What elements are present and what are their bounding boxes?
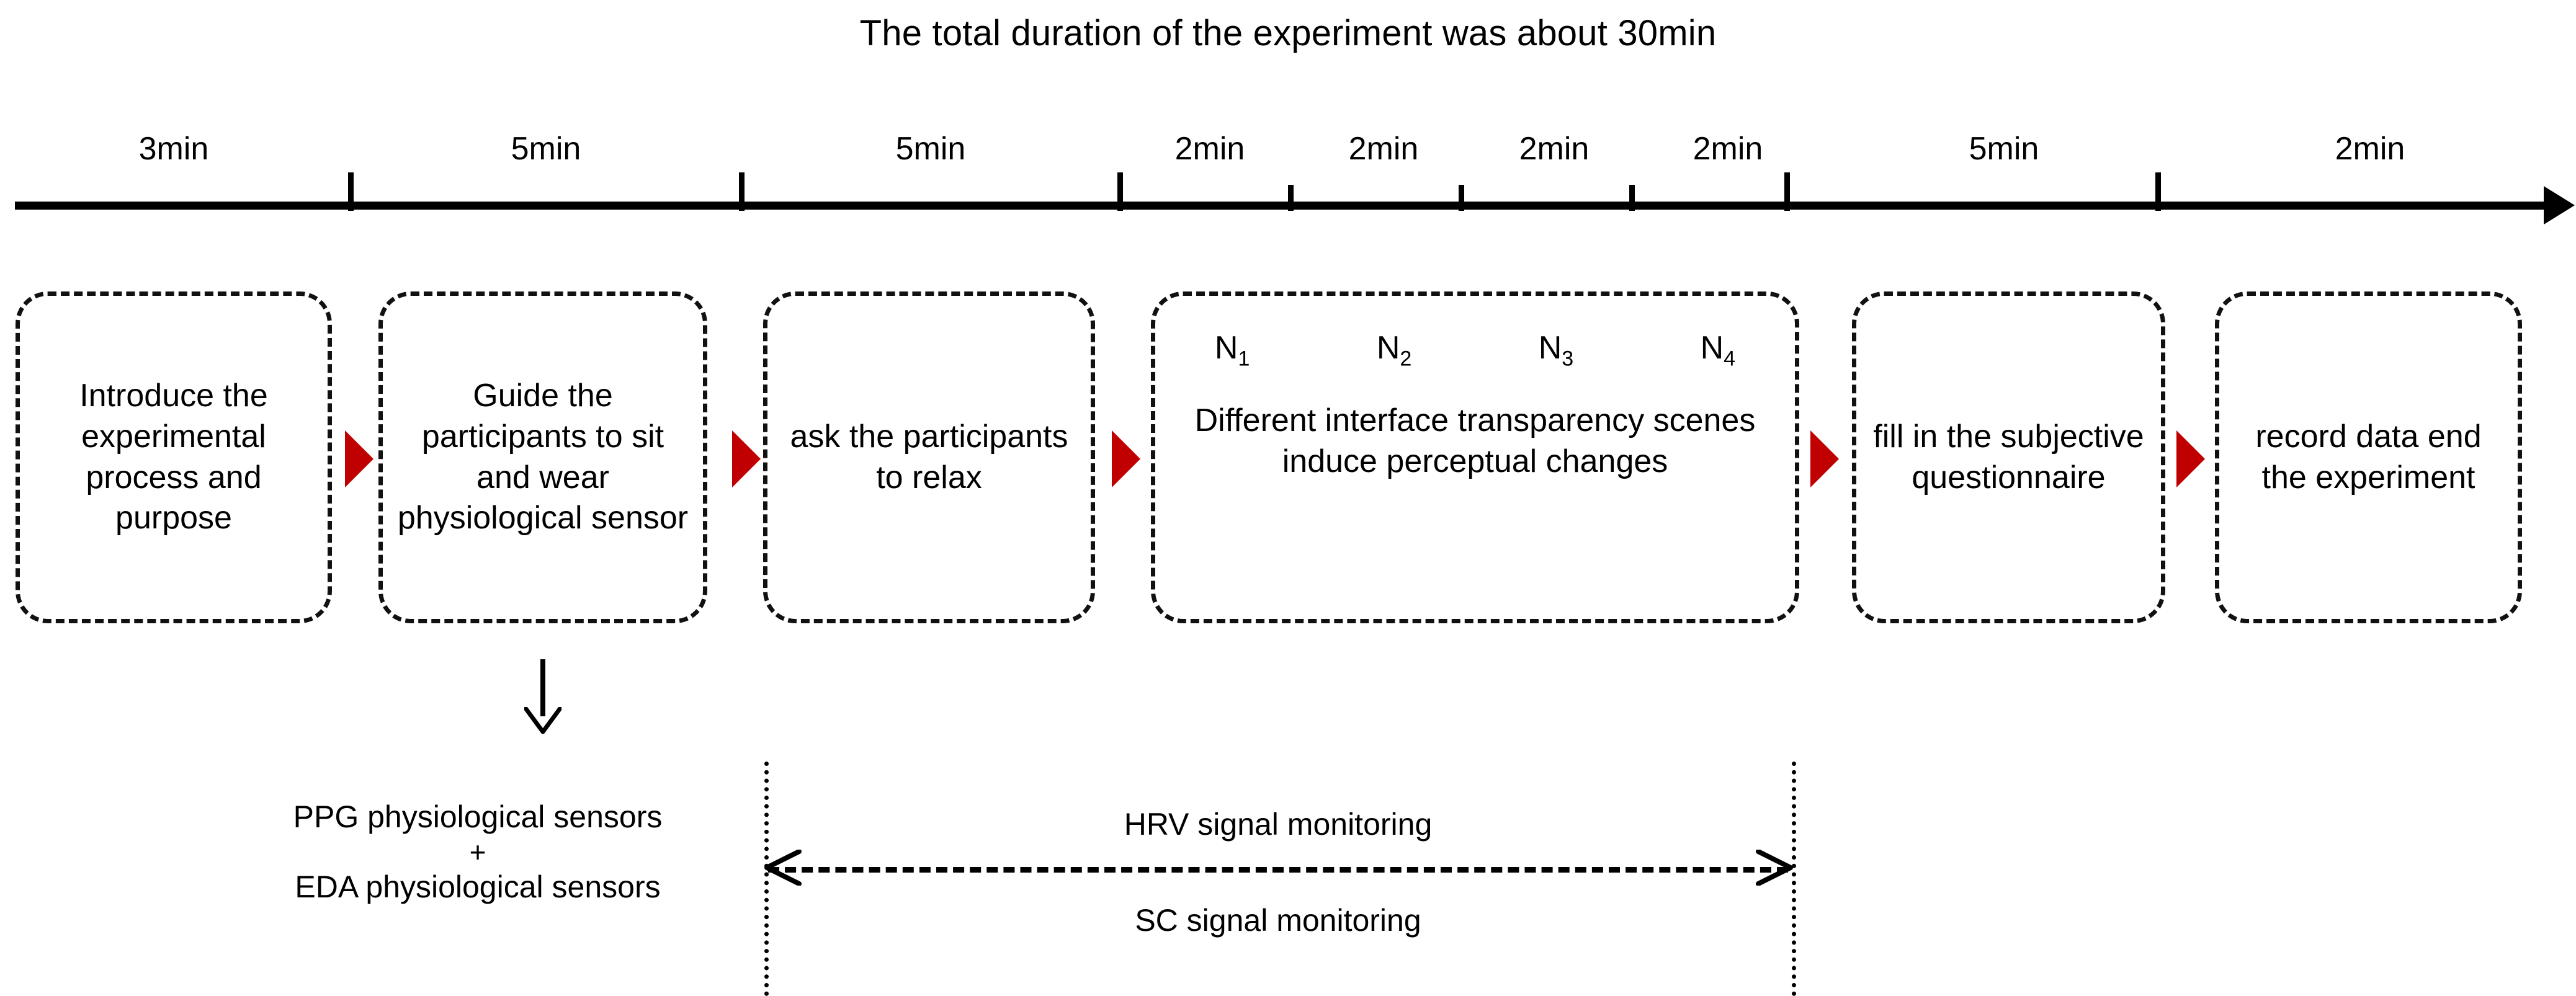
process-arrow-icon-1	[345, 430, 373, 487]
down-arrow-stem	[540, 659, 545, 716]
timeline-tick-label-2: 5min	[895, 131, 966, 167]
scenes-description: Different interface transparency scenes …	[1194, 402, 1756, 479]
timeline-tick-6	[1784, 172, 1790, 211]
sc-monitoring-label: SC signal monitoring	[1135, 903, 1421, 938]
monitoring-boundary-left	[764, 762, 769, 996]
hrv-monitoring-label: HRV signal monitoring	[1124, 807, 1433, 842]
scene-tag-2: N2	[1376, 330, 1412, 371]
page-title: The total duration of the experiment was…	[859, 13, 1717, 53]
monitoring-span-line	[768, 867, 1788, 873]
process-box-2[interactable]: Guide the participants to sit and wear p…	[378, 291, 707, 623]
timeline-tick-label-3: 2min	[1174, 131, 1245, 167]
sensor-line-ppg: PPG physiological sensors	[293, 799, 663, 834]
process-arrow-icon-3	[1112, 430, 1140, 487]
timeline-tick-label-7: 5min	[1969, 131, 2039, 167]
timeline-tick-label-5: 2min	[1519, 131, 1590, 167]
scene-tag-1: N1	[1214, 330, 1250, 371]
sensor-block: PPG physiological sensors + EDA physiolo…	[236, 797, 720, 907]
scene-tag-4: N4	[1700, 330, 1736, 371]
timeline-tick-label-1: 5min	[511, 131, 581, 167]
timeline-tick-4	[1459, 185, 1464, 211]
sensor-plus-symbol: +	[469, 836, 486, 868]
timeline-arrow-icon	[2544, 186, 2575, 225]
process-box-1[interactable]: Introduce the experimental process and p…	[16, 291, 332, 623]
scene-tag-3: N3	[1538, 330, 1574, 371]
span-arrow-right-icon	[1756, 850, 1793, 886]
timeline-tick-label-8: 2min	[2335, 131, 2405, 167]
process-box-3[interactable]: ask the participants to relax	[763, 291, 1095, 623]
process-arrow-icon-2	[732, 430, 761, 487]
timeline-tick-0	[348, 172, 354, 211]
process-box-5[interactable]: fill in the subjective questionnaire	[1852, 291, 2165, 623]
timeline-tick-label-0: 3min	[138, 131, 209, 167]
timeline-axis	[15, 202, 2549, 210]
down-arrow-icon	[524, 707, 561, 734]
process-box-label-2: Guide the participants to sit and wear p…	[397, 378, 689, 536]
timeline-tick-2	[1117, 172, 1123, 211]
monitoring-boundary-right	[1792, 762, 1796, 996]
process-arrow-icon-4	[1810, 430, 1839, 487]
process-box-label-1: Introduce the experimental process and p…	[79, 378, 268, 536]
scene-tag-row: N1 N2 N3 N4	[1215, 329, 1735, 371]
process-box-label-6: record data end the experiment	[2255, 418, 2482, 496]
process-box-label-3: ask the participants to relax	[790, 418, 1068, 496]
span-arrow-left-icon	[764, 850, 802, 886]
timeline-tick-1	[739, 172, 745, 211]
process-box-label-5: fill in the subjective questionnaire	[1873, 418, 2144, 496]
process-arrow-icon-5	[2176, 430, 2205, 487]
sensor-line-eda: EDA physiological sensors	[295, 869, 661, 905]
timeline-tick-label-6: 2min	[1693, 131, 1763, 167]
timeline-tick-7	[2155, 172, 2161, 211]
process-box-6[interactable]: record data end the experiment	[2215, 291, 2522, 623]
timeline-tick-label-4: 2min	[1348, 131, 1419, 167]
timeline-tick-3	[1288, 185, 1294, 211]
timeline-tick-5	[1629, 185, 1635, 211]
